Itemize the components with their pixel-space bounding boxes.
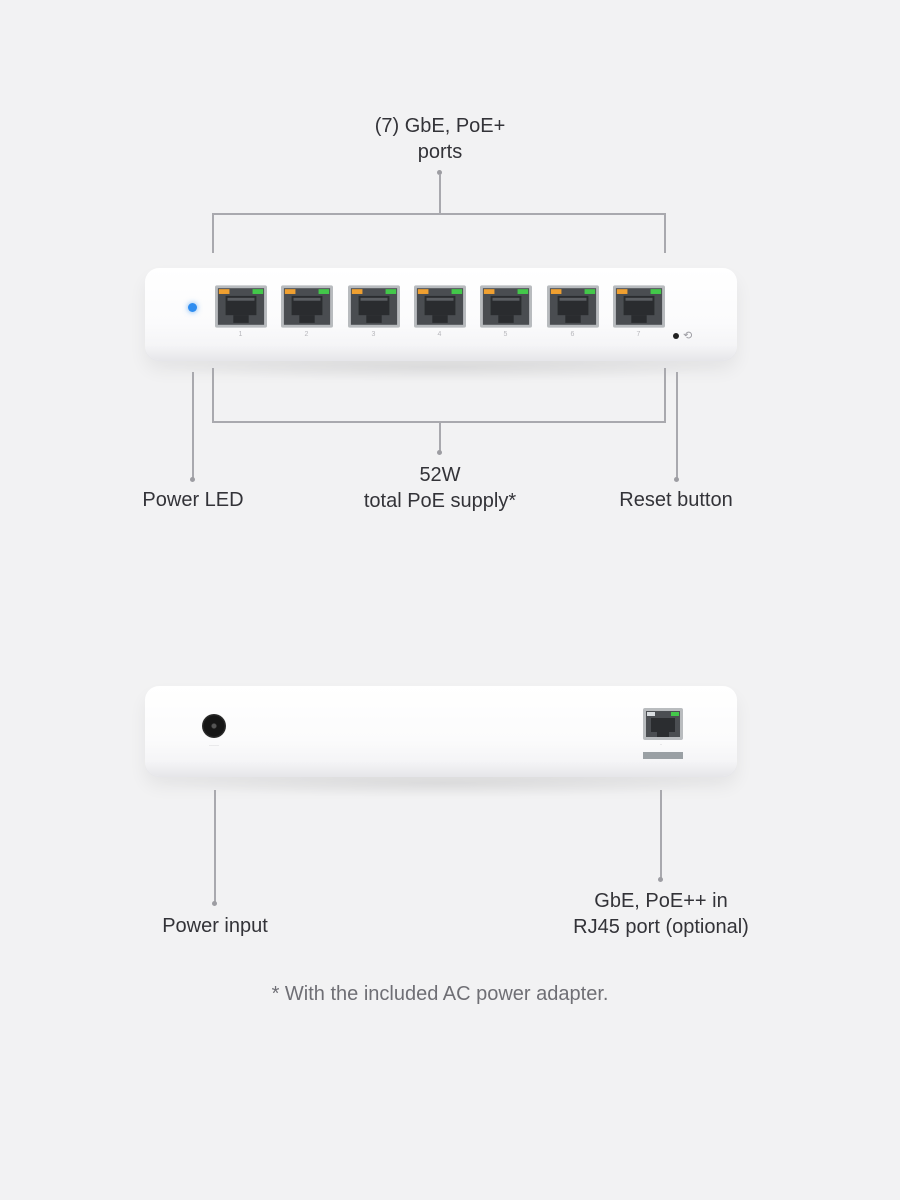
- power-input-leader-dot: [212, 901, 217, 906]
- reset-button-label: Reset button: [619, 489, 733, 511]
- uplink-label-line-2: RJ45 port (optional): [573, 916, 749, 938]
- ports-bracket-left: [212, 213, 214, 253]
- dc-jack-icon: [202, 714, 226, 738]
- uplink-leader: [660, 790, 662, 878]
- ports-bracket-right: [664, 213, 666, 253]
- power-input-leader: [214, 790, 216, 902]
- rj45-port-icon: [414, 285, 466, 328]
- supply-bracket-left: [212, 368, 214, 422]
- port-number-label: 7: [636, 331, 642, 338]
- rj45-uplink-port-icon: [643, 708, 683, 740]
- port-number-label: 6: [570, 331, 576, 338]
- poe-supply-line-2: total PoE supply*: [363, 490, 517, 512]
- supply-leader-dot: [437, 450, 442, 455]
- supply-leader-vertical: [439, 421, 441, 451]
- reset-leader-dot: [674, 477, 679, 482]
- poe-supply-line-1: 52W: [419, 464, 461, 486]
- uplink-badge: [643, 752, 683, 759]
- power-input-label: Power input: [162, 915, 268, 937]
- rj45-port-icon: [480, 285, 532, 328]
- uplink-port-number: ·: [660, 742, 662, 748]
- ports-bracket-horizontal: [212, 213, 666, 215]
- switch-rear-panel: [145, 686, 737, 776]
- port-number-label: 3: [371, 331, 377, 338]
- footnote: * With the included AC power adapter.: [271, 983, 609, 1005]
- dc-jack-rating: ·····: [209, 743, 219, 749]
- power-led-leader-dot: [190, 477, 195, 482]
- ports-leader-vertical: [439, 174, 441, 214]
- poe-supply-label: 52W total PoE supply*: [330, 462, 550, 514]
- ports-label-line-1: (7) GbE, PoE+: [374, 115, 506, 137]
- power-led-icon: [188, 303, 197, 312]
- rj45-port-icon: [613, 285, 665, 328]
- port-number-label: 5: [503, 331, 509, 338]
- rj45-port-icon: [281, 285, 333, 328]
- uplink-label-line-1: GbE, PoE++ in: [594, 890, 728, 912]
- ports-label: (7) GbE, PoE+ ports: [340, 113, 540, 165]
- reset-button: [673, 333, 679, 339]
- uplink-label: GbE, PoE++ in RJ45 port (optional): [541, 888, 781, 940]
- uplink-leader-dot: [658, 877, 663, 882]
- front-panel-lip: [145, 346, 737, 360]
- supply-bracket-right: [664, 368, 666, 422]
- port-number-label: 2: [304, 331, 310, 338]
- reset-leader: [676, 372, 678, 478]
- reset-icon: ⟲: [683, 330, 693, 342]
- ports-label-line-2: ports: [417, 141, 463, 163]
- power-led-label: Power LED: [142, 489, 244, 511]
- port-number-label: 1: [238, 331, 244, 338]
- ports-leader-dot: [437, 170, 442, 175]
- port-number-label: 4: [437, 331, 443, 338]
- rj45-port-icon: [348, 285, 400, 328]
- power-led-leader: [192, 372, 194, 478]
- rj45-port-icon: [547, 285, 599, 328]
- rj45-port-icon: [215, 285, 267, 328]
- rear-panel-lip: [145, 762, 737, 776]
